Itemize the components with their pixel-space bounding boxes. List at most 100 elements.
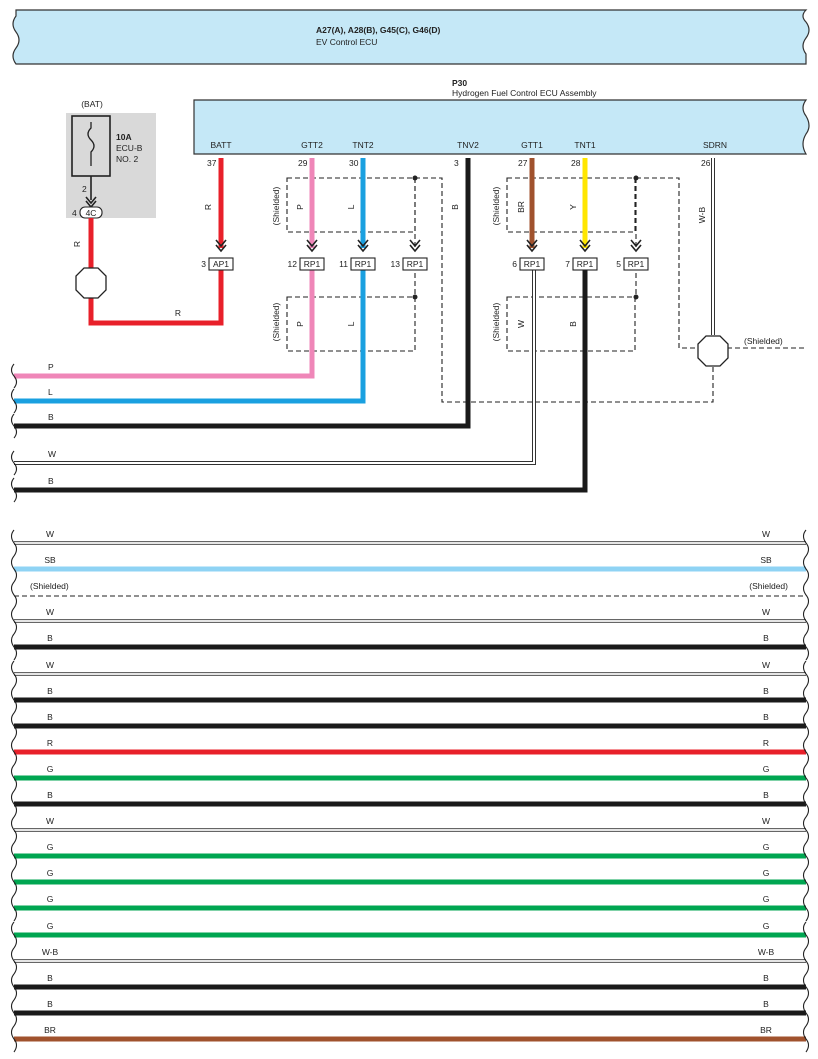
conn-chev-b-2 <box>357 244 369 253</box>
bus-label-right-2: (Shielded) <box>749 581 788 591</box>
bus-label-right-17: B <box>763 973 769 983</box>
conn-chev-a-1 <box>306 239 318 248</box>
conn-box-0 <box>208 257 234 271</box>
bus-break-left-17 <box>10 973 18 1001</box>
conn-pin-4: 6 <box>512 259 517 269</box>
fuse-name-1: ECU-B <box>116 143 143 153</box>
fuse-pin-top: 2 <box>82 184 87 194</box>
bus-label-left-0: W <box>46 529 54 539</box>
pin-number-2: 30 <box>349 158 359 168</box>
hfc-ecu-box <box>193 99 810 155</box>
conn-chev-a-3 <box>409 239 421 248</box>
wire-label-gtt1_lower: W <box>516 320 526 328</box>
wire-layer: BATT37GTT229TNT230TNV23GTT127TNT128SDRN2… <box>10 140 729 503</box>
left-break-0 <box>10 363 18 389</box>
conn-label-4: RP1 <box>524 259 541 269</box>
shield-loop-left <box>415 177 714 403</box>
bus-label-left-11: W <box>46 816 54 826</box>
wire-label-tnt2_lower: L <box>346 321 356 326</box>
bus-label-right-5: W <box>762 660 770 670</box>
shielded-label-2: (Shielded) <box>491 186 501 225</box>
left-wire-label-2: B <box>48 412 54 422</box>
left-wire-label-1: L <box>48 387 53 397</box>
bus-break-left-1 <box>10 555 18 583</box>
bus-label-left-8: R <box>47 738 53 748</box>
bus-break-left-19 <box>10 1025 18 1053</box>
ev-ecu-title: A27(A), A28(B), G45(C), G46(D) <box>316 25 441 35</box>
shield-out-label: (Shielded) <box>744 336 783 346</box>
bus-label-right-7: B <box>763 712 769 722</box>
bus-break-left-7 <box>10 712 18 740</box>
bus-label-left-6: B <box>47 686 53 696</box>
bus-break-left-12 <box>10 842 18 870</box>
conn-chev-b-0 <box>215 244 227 253</box>
conn-chev-b-4 <box>526 244 538 253</box>
conn-box-1 <box>299 257 325 271</box>
bus-break-right-14 <box>802 894 810 922</box>
wire-batt-return <box>88 270 224 326</box>
conn-label-5: RP1 <box>577 259 594 269</box>
wire-label-tnt1_lower: B <box>568 321 578 327</box>
bus-label-right-6: B <box>763 686 769 696</box>
shield-dot-3 <box>633 294 639 300</box>
bus-break-right-6 <box>802 686 810 714</box>
bus-break-left-16 <box>10 947 18 975</box>
bus-label-left-13: G <box>47 868 54 878</box>
bus-label-left-2: (Shielded) <box>30 581 69 591</box>
bus-label-right-0: W <box>762 529 770 539</box>
bus-break-left-9 <box>10 764 18 792</box>
wire-label-batt_vertical: R <box>203 204 213 210</box>
junction-right-icon <box>697 335 729 367</box>
conn-box-3 <box>402 257 428 271</box>
bus-break-right-10 <box>802 790 810 818</box>
conn-chev-a-5 <box>579 239 591 248</box>
fuse-connector-label: 4C <box>86 208 97 218</box>
shielded-label-1: (Shielded) <box>271 302 281 341</box>
wire-gtt1-out <box>14 270 535 464</box>
bus-label-right-19: BR <box>760 1025 772 1035</box>
ev-ecu-box <box>12 9 810 65</box>
shield-layer: (Shielded)(Shielded)(Shielded)(Shielded)… <box>271 175 806 403</box>
conn-label-1: RP1 <box>304 259 321 269</box>
pin-name-1: GTT2 <box>301 140 323 150</box>
bus-label-left-4: B <box>47 633 53 643</box>
pin-name-3: TNV2 <box>457 140 479 150</box>
conn-chev-a-6 <box>630 239 642 248</box>
bus-label-right-13: G <box>763 868 770 878</box>
bus-label-right-12: G <box>763 842 770 852</box>
bus-label-left-5: W <box>46 660 54 670</box>
shield-box-3 <box>506 296 636 352</box>
left-wire-label-0: P <box>48 362 54 372</box>
bus-label-right-3: W <box>762 607 770 617</box>
ev-control-ecu: A27(A), A28(B), G45(C), G46(D) EV Contro… <box>12 9 810 65</box>
bus-break-right-8 <box>802 738 810 766</box>
pin-number-1: 29 <box>298 158 308 168</box>
wire-label-sdrn: W-B <box>697 206 707 223</box>
conn-chev-b-3 <box>409 244 421 253</box>
fuse-block: (BAT) 10A ECU-B NO. 2 2 4C 4 <box>66 99 156 219</box>
left-break-4 <box>10 477 18 503</box>
bus-label-left-1: SB <box>44 555 56 565</box>
conn-chev-b-6 <box>630 244 642 253</box>
conn-pin-2: 11 <box>339 259 348 269</box>
bus-label-left-12: G <box>47 842 54 852</box>
bus-break-left-10 <box>10 790 18 818</box>
bus-label-left-3: W <box>46 607 54 617</box>
fuse-rating: 10A <box>116 132 132 142</box>
pin-number-6: 26 <box>701 158 711 168</box>
wire-label-tnt1_upper: Y <box>568 204 578 210</box>
bus-label-left-19: BR <box>44 1025 56 1035</box>
bus-label-left-7: B <box>47 712 53 722</box>
bus-label-right-4: B <box>763 633 769 643</box>
bus-break-right-12 <box>802 842 810 870</box>
conn-box-5 <box>572 257 598 271</box>
